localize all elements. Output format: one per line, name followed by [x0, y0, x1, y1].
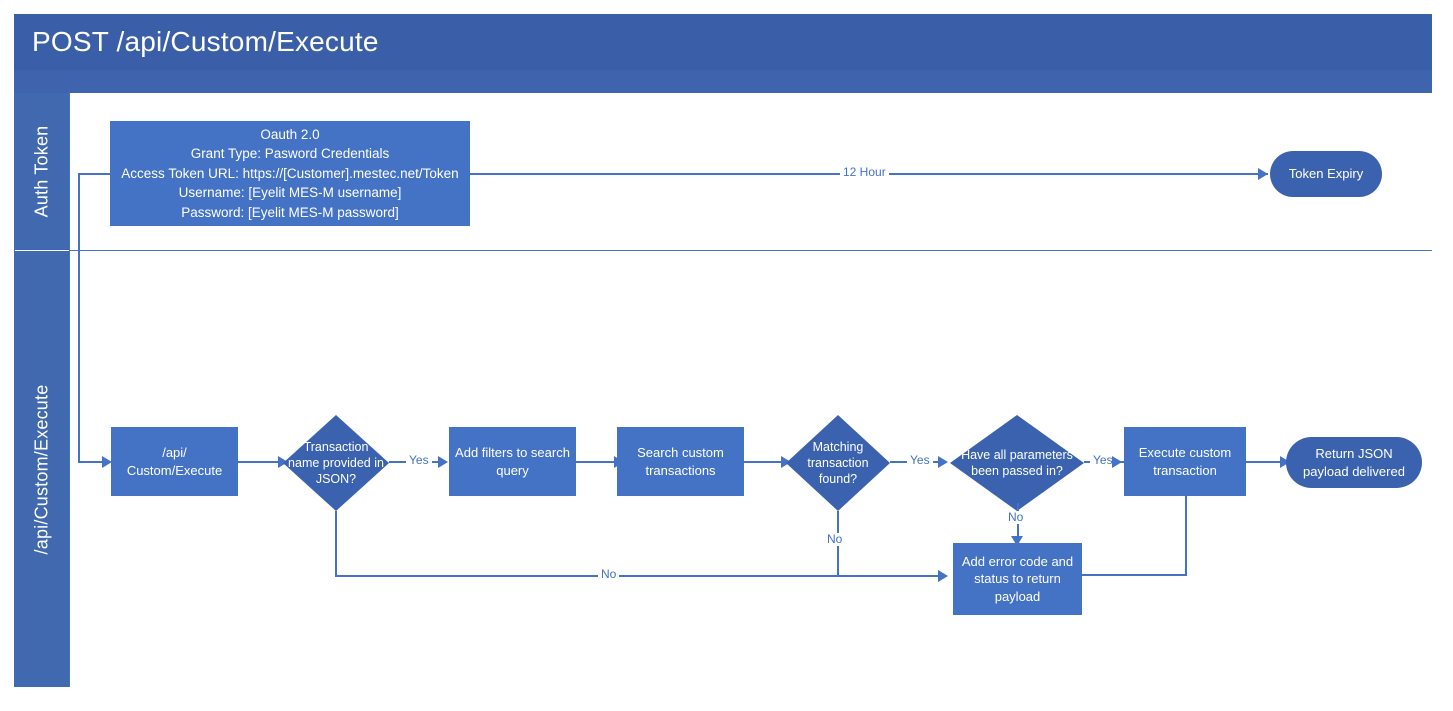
arrowhead-to-add-error-top [1011, 536, 1023, 546]
connector-transaction-no-h [335, 575, 946, 577]
oauth-line-4: Username: [Eyelit MES-M username] [178, 185, 402, 201]
connector-oauth-to-entry-h1 [78, 173, 113, 175]
arrowhead-to-params-passed [938, 456, 948, 468]
oauth-line-5: Password: [Eyelit MES-M password] [181, 204, 399, 220]
node-token-expiry[interactable]: Token Expiry [1270, 151, 1382, 197]
node-transaction-name-decision[interactable]: Transaction name provided in JSON? [283, 415, 389, 511]
node-oauth-config[interactable]: Oauth 2.0 Grant Type: Pasword Credential… [110, 121, 470, 226]
arrowhead-to-return-json [1280, 456, 1290, 468]
node-add-filters[interactable]: Add filters to search query [449, 427, 576, 496]
diagram-title-bar: POST /api/Custom/Execute [14, 14, 1432, 70]
connector-params-yes-h1 [1084, 461, 1092, 463]
connector-oauth-to-entry-v [78, 173, 80, 463]
connector-transaction-yes-h2 [432, 461, 440, 463]
connector-execute-to-add-error-h [1082, 574, 1187, 576]
lane-label-api-custom-execute: /api/Custom/Execute [14, 251, 69, 687]
edge-label-matching-no: No [824, 532, 846, 547]
oauth-line-3: Access Token URL: https://[Customer].mes… [121, 165, 459, 181]
connector-execute-to-return [1246, 461, 1284, 463]
oauth-line-2: Grant Type: Pasword Credentials [190, 146, 390, 162]
arrowhead-to-api-entry [102, 456, 112, 468]
diagram-subtitle-band [14, 70, 1432, 93]
arrowhead-to-execute-custom [1112, 456, 1122, 468]
node-execute-custom-transaction[interactable]: Execute custom transaction [1124, 427, 1246, 496]
arrowhead-to-transaction-name [278, 456, 288, 468]
arrowhead-to-add-filters [438, 456, 448, 468]
node-return-json-payload[interactable]: Return JSON payload delivered [1286, 437, 1422, 488]
api-entry-line-1: /api/ [162, 445, 187, 461]
node-transaction-name-label: Transaction name provided in JSON? [288, 439, 384, 487]
edge-label-12-hour: 12 Hour [840, 165, 889, 180]
node-add-error-code[interactable]: Add error code and status to return payl… [953, 543, 1082, 615]
node-matching-found-label: Matching transaction found? [807, 439, 869, 487]
edge-label-transaction-no: No [598, 567, 620, 582]
connector-execute-down-v [1185, 496, 1187, 576]
page-title: POST /api/Custom/Execute [32, 26, 379, 57]
connector-oauth-to-entry-h2 [78, 461, 104, 463]
edge-label-transaction-yes: Yes [406, 453, 432, 468]
node-search-custom-transactions[interactable]: Search custom transactions [617, 427, 744, 496]
arrowhead-to-matching-found [781, 456, 791, 468]
edge-label-params-yes: Yes [1090, 453, 1116, 468]
node-matching-transaction-decision[interactable]: Matching transaction found? [786, 415, 890, 511]
oauth-line-1: Oauth 2.0 [260, 126, 320, 142]
connector-search-to-matching [744, 461, 786, 463]
connector-entry-to-transaction-name [238, 461, 280, 463]
connector-transaction-yes-h1 [389, 461, 406, 463]
lane-label-api-custom-execute-text: /api/Custom/Execute [31, 384, 52, 554]
node-parameters-passed-decision[interactable]: Have all parameters been passed in? [950, 415, 1084, 511]
edge-label-matching-yes: Yes [907, 453, 933, 468]
connector-filters-to-search [576, 461, 618, 463]
connector-matching-yes-h2 [933, 461, 941, 463]
node-api-custom-execute[interactable]: /api/ Custom/Execute [111, 427, 238, 496]
connector-transaction-no-v [335, 511, 337, 577]
node-params-passed-label: Have all parameters been passed in? [961, 447, 1073, 478]
arrowhead-to-token-expiry [1258, 168, 1268, 180]
lane-label-auth-token-text: Auth Token [31, 125, 51, 218]
connector-matching-yes-h1 [890, 461, 907, 463]
api-entry-line-2: Custom/Execute [126, 462, 223, 478]
arrowhead-to-add-error [938, 570, 948, 582]
lane-label-auth-token: Auth Token [14, 93, 69, 250]
edge-label-params-no: No [1005, 510, 1027, 525]
